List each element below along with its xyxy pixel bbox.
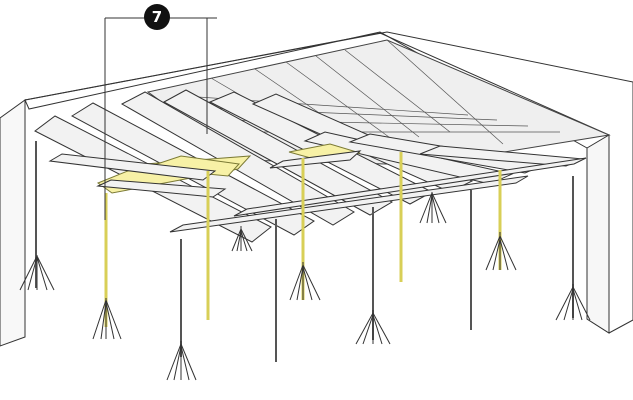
cross-beams	[48, 150, 587, 233]
back-wall	[0, 31, 633, 347]
callout-number: 7	[152, 8, 162, 26]
callout-7-marker: 7	[144, 4, 170, 30]
tripods	[19, 191, 591, 381]
